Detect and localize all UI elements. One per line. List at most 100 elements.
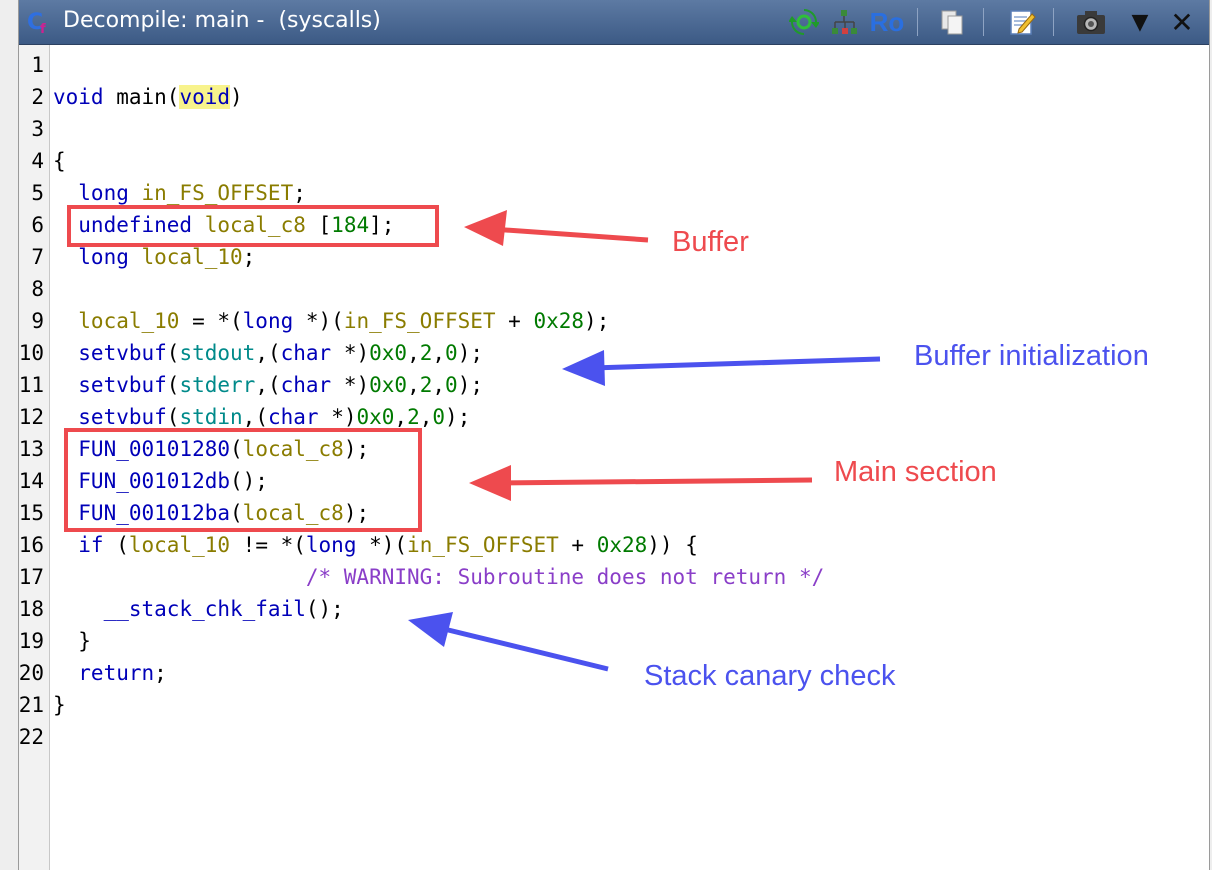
line-number: 5 <box>31 181 44 205</box>
global-token[interactable]: stderr <box>179 373 256 397</box>
code-line-12[interactable]: setvbuf(stdin,(char *)0x0,2,0); <box>53 405 470 429</box>
refresh-button[interactable] <box>787 5 821 39</box>
global-token[interactable]: stdout <box>179 341 256 365</box>
number-token[interactable]: 2 <box>419 341 433 365</box>
code-line-6[interactable]: undefined local_c8 [184]; <box>53 213 394 237</box>
type-token[interactable]: long <box>53 181 129 205</box>
decompiler-window: C f Decompile: main - (syscalls) Ro <box>18 0 1210 870</box>
svg-text:C: C <box>27 10 43 35</box>
variable-token[interactable]: in_FS_OFFSET <box>128 181 294 205</box>
number-token[interactable]: 0 <box>445 373 458 397</box>
keyword-void[interactable]: void <box>53 85 104 109</box>
line-number: 10 <box>18 341 44 365</box>
snapshot-button[interactable] <box>1073 5 1109 39</box>
decompiler-icon: C f <box>27 10 46 36</box>
type-token[interactable]: long <box>53 245 129 269</box>
edit-button[interactable] <box>1005 5 1039 39</box>
line-number: 14 <box>18 469 44 493</box>
graph-icon <box>832 10 857 34</box>
code-line-20[interactable]: return; <box>53 661 167 685</box>
code-line-9[interactable]: local_10 = *(long *)(in_FS_OFFSET + 0x28… <box>53 309 609 333</box>
toolbar-separator <box>1053 8 1054 36</box>
line-number: 6 <box>31 213 44 237</box>
line-number-gutter <box>19 45 50 870</box>
line-number: 17 <box>18 565 44 589</box>
variable-token[interactable]: local_10 <box>128 533 231 557</box>
function-call[interactable]: setvbuf <box>53 373 167 397</box>
number-token[interactable]: 0 <box>432 405 446 429</box>
number-token[interactable]: 184 <box>331 213 370 237</box>
code-line-14[interactable]: FUN_001012db(); <box>53 469 268 493</box>
code-line-2[interactable]: void main(void) <box>53 85 243 109</box>
code-line-19: } <box>53 629 91 653</box>
function-call[interactable]: __stack_chk_fail <box>53 597 306 621</box>
function-call[interactable]: setvbuf <box>53 341 167 365</box>
line-number: 4 <box>31 149 44 173</box>
toolbar-separator <box>917 8 918 36</box>
variable-token[interactable]: in_FS_OFFSET <box>407 533 559 557</box>
edit-icon <box>1010 10 1036 35</box>
variable-token[interactable]: local_10 <box>128 245 243 269</box>
code-line-7[interactable]: long local_10; <box>53 245 255 269</box>
code-line-17-comment: /* WARNING: Subroutine does not return *… <box>53 565 825 589</box>
code-line-16[interactable]: if (local_10 != *(long *)(in_FS_OFFSET +… <box>53 533 698 557</box>
keyword-if[interactable]: if <box>53 533 104 557</box>
variable-token[interactable]: local_10 <box>53 309 180 333</box>
number-token[interactable]: 2 <box>407 405 420 429</box>
code-line-11[interactable]: setvbuf(stderr,(char *)0x0,2,0); <box>53 373 483 397</box>
number-token[interactable]: 0 <box>445 341 458 365</box>
number-token[interactable]: 0x28 <box>596 533 648 557</box>
code-line-18[interactable]: __stack_chk_fail(); <box>53 597 344 621</box>
number-token[interactable]: 0x0 <box>369 373 408 397</box>
type-token[interactable]: char <box>280 373 332 397</box>
line-number: 13 <box>18 437 44 461</box>
code-punct: ( <box>166 341 180 365</box>
function-call[interactable]: FUN_001012db <box>53 469 231 493</box>
code-line-15[interactable]: FUN_001012ba(local_c8); <box>53 501 369 525</box>
code-punct: ); <box>445 405 471 429</box>
keyword-return[interactable]: return <box>53 661 155 685</box>
code-punct: ( <box>166 405 180 429</box>
variable-token[interactable]: local_c8 <box>242 437 344 461</box>
number-token[interactable]: 0x0 <box>369 341 408 365</box>
code-punct: ; <box>154 661 167 685</box>
buffer-init-annotation: Buffer initialization <box>914 340 1149 372</box>
type-token[interactable]: char <box>267 405 319 429</box>
variable-token[interactable]: local_c8 <box>242 501 344 525</box>
line-number: 12 <box>18 405 44 429</box>
type-token[interactable]: undefined <box>53 213 193 237</box>
graph-button[interactable] <box>827 5 861 39</box>
function-call[interactable]: setvbuf <box>53 405 167 429</box>
number-token[interactable]: 0x28 <box>533 309 585 333</box>
number-token[interactable]: 2 <box>419 373 433 397</box>
dropdown-icon[interactable]: ▼ <box>1131 9 1149 35</box>
type-token[interactable]: long <box>305 533 357 557</box>
code-punct: ; <box>293 181 306 205</box>
code-punct: )) { <box>647 533 698 557</box>
function-call[interactable]: FUN_001012ba <box>53 501 231 525</box>
code-punct: [ <box>305 213 332 237</box>
code-line-10[interactable]: setvbuf(stdout,(char *)0x0,2,0); <box>53 341 483 365</box>
read-only-toggle[interactable]: Ro <box>869 6 905 37</box>
code-punct: ( <box>230 501 243 525</box>
number-token[interactable]: 0x0 <box>356 405 395 429</box>
type-token[interactable]: char <box>280 341 332 365</box>
code-line-13[interactable]: FUN_00101280(local_c8); <box>53 437 369 461</box>
close-icon[interactable]: ✕ <box>1170 5 1194 39</box>
line-number: 8 <box>31 277 44 301</box>
copy-button[interactable] <box>935 5 969 39</box>
global-token[interactable]: stdin <box>179 405 243 429</box>
code-punct: (); <box>305 597 344 621</box>
code-punct: , <box>407 373 420 397</box>
svg-text:f: f <box>40 22 46 36</box>
code-line-5[interactable]: long in_FS_OFFSET; <box>53 181 306 205</box>
function-call[interactable]: FUN_00101280 <box>53 437 231 461</box>
variable-token[interactable]: in_FS_OFFSET <box>343 309 496 333</box>
code-punct: ( <box>230 437 243 461</box>
type-token[interactable]: long <box>242 309 294 333</box>
highlighted-param-type[interactable]: void <box>179 85 231 109</box>
variable-token[interactable]: local_c8 <box>192 213 306 237</box>
code-punct: ) <box>230 85 243 109</box>
title-bar[interactable]: C f Decompile: main - (syscalls) Ro <box>19 0 1209 45</box>
code-punct: , <box>394 405 408 429</box>
